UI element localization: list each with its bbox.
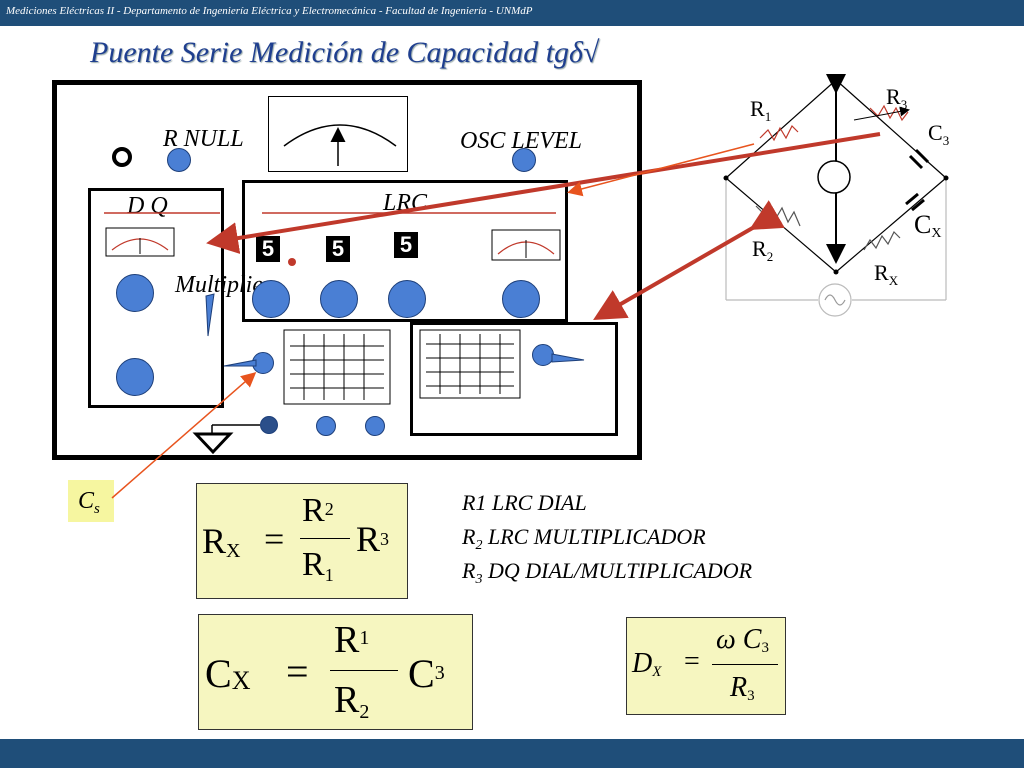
formula-dx-lhs: DX bbox=[632, 648, 662, 680]
legend-line-2: R2 LRC MULTIPLICADOR bbox=[462, 524, 706, 553]
formula-rx-den: R1 bbox=[302, 546, 334, 585]
ac-source-icon bbox=[818, 283, 852, 317]
bridge-rx-label: RX bbox=[874, 260, 899, 288]
digit-2: 5 bbox=[326, 236, 350, 262]
bridge-cx-label: CX bbox=[914, 210, 942, 241]
formula-cx-tail: C3 bbox=[408, 651, 445, 696]
small-knob-3[interactable] bbox=[365, 416, 385, 436]
cs-label: Cs bbox=[78, 488, 100, 517]
lrc-knob-3[interactable] bbox=[388, 280, 426, 318]
page-title: Puente Serie Medición de Capacidad tgδ√ bbox=[90, 36, 600, 69]
digit-3: 5 bbox=[394, 232, 418, 258]
detector-label: D bbox=[819, 164, 837, 190]
dq-label: D Q bbox=[127, 193, 168, 219]
meter-window bbox=[268, 96, 408, 172]
formula-dx-box bbox=[626, 617, 786, 715]
formula-rx-fraction-bar bbox=[300, 538, 350, 539]
formula-rx-num: R2 bbox=[302, 492, 334, 529]
dq-knob-lower[interactable] bbox=[116, 358, 154, 396]
small-knob-1[interactable] bbox=[260, 416, 278, 434]
right-sub-panel bbox=[410, 322, 618, 436]
formula-rx-lhs: RX bbox=[202, 521, 241, 562]
cs-knob[interactable] bbox=[252, 352, 274, 374]
bridge-r3-label: R3 bbox=[886, 84, 908, 112]
formula-rx-eq: = bbox=[264, 519, 285, 559]
cs-label-box bbox=[68, 480, 114, 522]
lrc-knob-1[interactable] bbox=[252, 280, 290, 318]
header-bar: Mediciones Eléctricas II - Departamento … bbox=[0, 0, 1024, 26]
formula-cx-eq: = bbox=[286, 649, 309, 694]
formula-rx-tail: R3 bbox=[356, 519, 390, 559]
formula-cx-lhs: CX bbox=[205, 651, 251, 696]
formula-rx-box bbox=[196, 483, 408, 599]
bridge-r2-label: R2 bbox=[752, 236, 774, 264]
formula-dx-den: R3 bbox=[730, 672, 755, 704]
formula-cx-num: R1 bbox=[334, 619, 370, 661]
formula-cx-fraction-bar bbox=[330, 670, 398, 671]
small-knob-2[interactable] bbox=[316, 416, 336, 436]
bridge-r1-label: R1 bbox=[750, 96, 772, 124]
lrc-knob-4[interactable] bbox=[502, 280, 540, 318]
legend-line-3: R3 DQ DIAL/MULTIPLICADOR bbox=[462, 558, 753, 587]
formula-dx-fraction-bar bbox=[712, 664, 778, 665]
legend-line-1: R1 LRC DIAL bbox=[462, 490, 587, 515]
dq-knob-upper[interactable] bbox=[116, 274, 154, 312]
osc-level-knob[interactable] bbox=[512, 148, 536, 172]
digit-1: 5 bbox=[256, 236, 280, 262]
formula-cx-box bbox=[198, 614, 473, 730]
lrc-label: LRC bbox=[383, 190, 428, 216]
formula-dx-eq: = bbox=[684, 646, 700, 677]
formula-dx-num: ω C3 bbox=[716, 624, 769, 656]
footer-bar bbox=[0, 739, 1024, 768]
lrc-knob-2[interactable] bbox=[320, 280, 358, 318]
formula-cx-den: R2 bbox=[334, 679, 370, 723]
header-text: Mediciones Eléctricas II - Departamento … bbox=[6, 5, 533, 17]
r-null-knob[interactable] bbox=[167, 148, 191, 172]
bridge-c3-label: C3 bbox=[928, 120, 950, 148]
right-panel-knob[interactable] bbox=[532, 344, 554, 366]
